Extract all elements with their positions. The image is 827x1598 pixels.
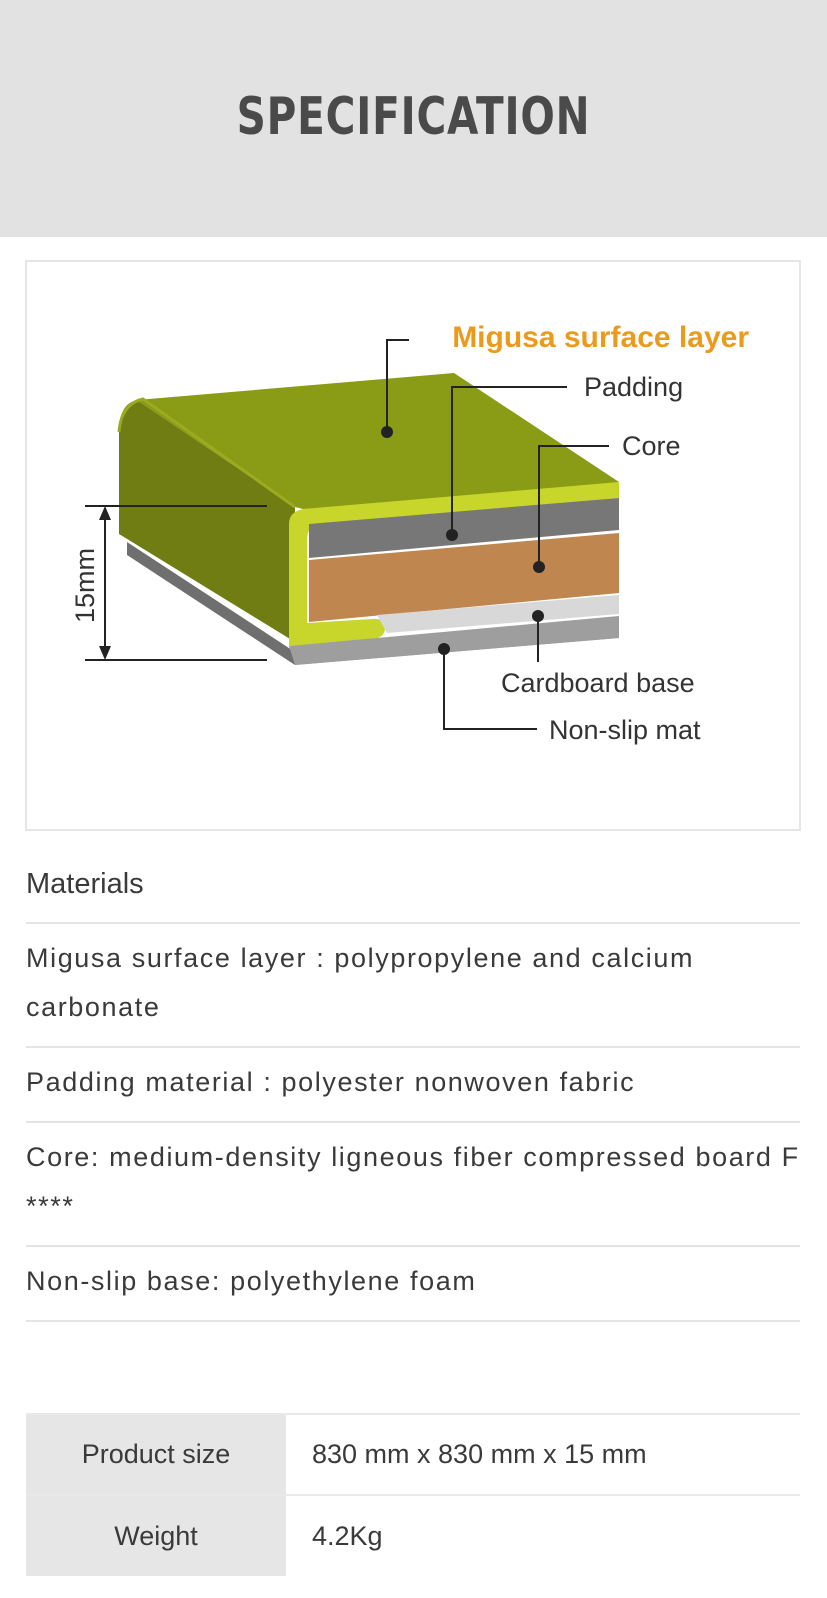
spec-value: 830 mm x 830 mm x 15 mm <box>286 1413 800 1495</box>
spec-label: Weight <box>26 1494 286 1576</box>
label-nonslip: Non-slip mat <box>549 715 701 745</box>
spec-label: Product size <box>26 1413 286 1495</box>
mat-front-strip <box>289 616 619 665</box>
list-item: Non-slip base: polyethylene foam <box>26 1247 800 1322</box>
materials-title: Materials <box>26 868 144 900</box>
header-banner: SPECIFICATION <box>0 0 827 237</box>
layer-diagram-svg: Migusa surface layer Padding Core Cardbo… <box>70 321 749 745</box>
core-layer <box>309 533 619 622</box>
label-surface: Migusa surface layer <box>452 321 749 354</box>
list-item: Core: medium-density ligneous fiber comp… <box>26 1123 800 1247</box>
label-core: Core <box>622 431 681 461</box>
surface-side <box>119 400 295 642</box>
label-padding: Padding <box>584 372 683 402</box>
padding-layer <box>309 498 619 558</box>
list-item: Migusa surface layer : polypropylene and… <box>26 924 800 1048</box>
materials-list: Migusa surface layer : polypropylene and… <box>26 922 800 1322</box>
mat-side <box>127 542 295 665</box>
label-thickness: 15mm <box>70 548 100 623</box>
list-item: Padding material : polyester nonwoven fa… <box>26 1048 800 1123</box>
leader-lines <box>85 339 609 730</box>
edge-wrap <box>289 482 619 646</box>
spec-table: Product size 830 mm x 830 mm x 15 mm Wei… <box>26 1413 800 1576</box>
table-row: Weight 4.2Kg <box>26 1494 800 1576</box>
cardboard-layer <box>377 595 619 633</box>
spec-value: 4.2Kg <box>286 1494 800 1576</box>
leader-arrows <box>99 426 545 660</box>
table-row: Product size 830 mm x 830 mm x 15 mm <box>26 1413 800 1495</box>
surface-top <box>137 373 619 509</box>
page-title: SPECIFICATION <box>236 87 591 147</box>
label-cardboard: Cardboard base <box>501 668 695 698</box>
layer-diagram: Migusa surface layer Padding Core Cardbo… <box>25 260 801 831</box>
surface-top-edge <box>117 397 296 509</box>
